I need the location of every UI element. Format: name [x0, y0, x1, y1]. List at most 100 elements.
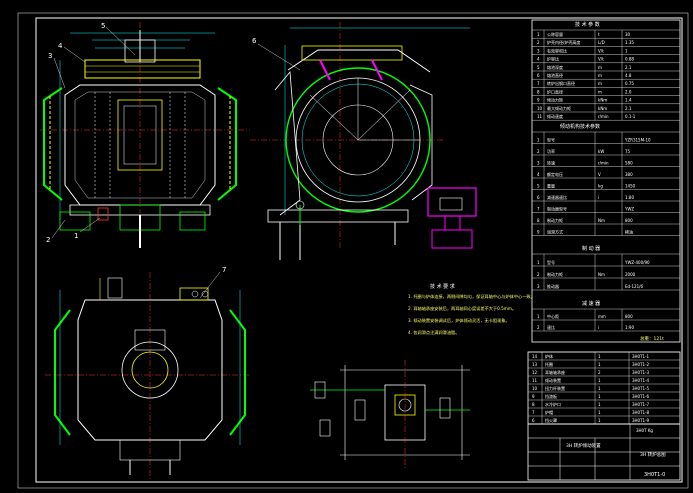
table-cell: 6	[532, 418, 535, 423]
table-cell: 转炉出钢口直径	[547, 80, 575, 86]
table-cell: 1	[537, 260, 540, 265]
table-cell: 1.4	[625, 98, 632, 103]
table-cell: 8	[537, 218, 540, 223]
table-cell: 5	[537, 183, 540, 188]
table-cell: i	[598, 325, 599, 330]
technical-notes: 技 术 要 求 1. 托圈与炉体连接，两侧间隙均匀，保证耳轴中心与炉体中心一致。…	[408, 283, 535, 336]
table-cell: 3H0T1-9	[632, 418, 650, 423]
table-cell: 减速器速比	[547, 194, 567, 200]
table-cell: 重量	[547, 182, 555, 188]
note-1: 1. 托圈与炉体连接，两侧间隙均匀，保证耳轴中心与炉体中心一致。	[408, 293, 535, 300]
table-cell: 炉容比	[547, 56, 559, 62]
table-cell: kNm	[598, 98, 607, 103]
table-cell: 2	[537, 149, 540, 154]
balloon-4: 4	[58, 42, 63, 50]
reducer-title: 减 速 器	[582, 300, 600, 307]
table-cell: YWZ	[624, 206, 634, 211]
table-cell: 3H0T1-3	[632, 370, 650, 375]
table-cell: L/D	[598, 40, 605, 45]
table-cell: 转速	[547, 159, 555, 165]
table-cell: YZR315M-10	[624, 137, 651, 142]
note-4: 4. 各润滑点注满润滑油脂。	[408, 329, 459, 336]
table-cell: Nm	[598, 272, 605, 277]
table-cell: 4	[537, 57, 540, 62]
table-cell: 1	[598, 402, 601, 407]
table-cell: m	[598, 73, 602, 78]
table-cell: m	[598, 81, 602, 86]
table-cell: 挡渣板	[545, 393, 557, 399]
table-cell: 1	[598, 362, 601, 367]
table-cell: 炉壳内径/炉壳高度	[547, 39, 580, 45]
table-cell: 1	[537, 32, 540, 37]
table-cell: mm	[598, 314, 606, 319]
table-cell: YWZ-400/90	[624, 260, 650, 265]
table-cell: 380	[625, 172, 633, 177]
balloon-7: 7	[222, 266, 226, 274]
table-cell: 型号	[547, 136, 555, 142]
table-cell: 制动器型号	[547, 205, 567, 211]
table-cell: 9	[532, 394, 535, 399]
table-cell: 0.75	[625, 81, 634, 86]
table-cell: 3H0T1-7	[632, 402, 650, 407]
table-cell: 1:90	[625, 325, 634, 330]
table-cell: 1.35	[625, 40, 634, 45]
title-block: 3H0T Kg 3H 转炉倾动装置 3H 转炉总图 3H0T1-0	[527, 423, 681, 481]
table-cell: 2000	[625, 272, 636, 277]
table-cell: V/t	[598, 57, 604, 62]
table-cell: 制动力矩	[547, 217, 563, 223]
table-cell: kW	[598, 149, 604, 154]
table-cell: 6	[537, 73, 540, 78]
table-cell: 1	[598, 394, 601, 399]
table-cell: 7	[532, 410, 535, 415]
table-cell: 0.1-1	[625, 114, 636, 119]
notes-title: 技 术 要 求	[430, 283, 455, 290]
table-cell: 型号	[547, 259, 555, 265]
table-cell: 倾动速度	[547, 113, 563, 119]
table-cell: 14	[532, 354, 538, 359]
table-cell: 公称容量	[547, 31, 563, 37]
table-cell: r/min	[598, 160, 609, 165]
table-cell: 3H0T1-8	[632, 410, 650, 415]
brake-title: 制 动 器	[582, 245, 600, 252]
detail-view	[310, 360, 470, 470]
balloon-6: 6	[252, 37, 257, 45]
table-cell: 10	[532, 386, 538, 391]
table-cell: 2	[537, 325, 540, 330]
table-cell: 11	[532, 378, 538, 383]
table-cell: 10	[537, 106, 543, 111]
table-cell: 580	[625, 160, 633, 165]
table-cell: 2.1	[625, 106, 632, 111]
table-cell: 3	[537, 284, 540, 289]
table-cell: 1	[598, 386, 601, 391]
table-cell: 中心距	[547, 313, 559, 319]
table-cell: 1450	[625, 183, 636, 188]
table-cell: 熔池直径	[547, 72, 563, 78]
table-cell: 炉帽	[545, 409, 553, 415]
overall-weight: 总重：121t	[640, 335, 664, 342]
table-cell: 30	[625, 32, 631, 37]
table-cell: 炉体	[545, 353, 553, 359]
table-cell: 12	[532, 370, 538, 375]
table-cell: 1	[625, 48, 628, 53]
table-cell: 5	[537, 65, 540, 70]
table-cell: V	[598, 172, 601, 177]
table-cell: 制动力矩	[547, 271, 563, 277]
table-cell: 2.1	[625, 65, 632, 70]
outer-frame	[17, 12, 689, 489]
table-cell: 2	[537, 272, 540, 277]
table-cell: 3H0T1-5	[632, 386, 650, 391]
table-cell: 800	[625, 218, 633, 223]
table-cell: 3H0T1-6	[632, 394, 650, 399]
table-cell: 8	[532, 402, 535, 407]
table-cell: m	[598, 65, 602, 70]
table-cell: 75	[625, 149, 631, 154]
table-cell: 耳轴轴承座	[545, 369, 565, 375]
balloon-labels-front: 5 4 3 2 1	[46, 22, 105, 244]
